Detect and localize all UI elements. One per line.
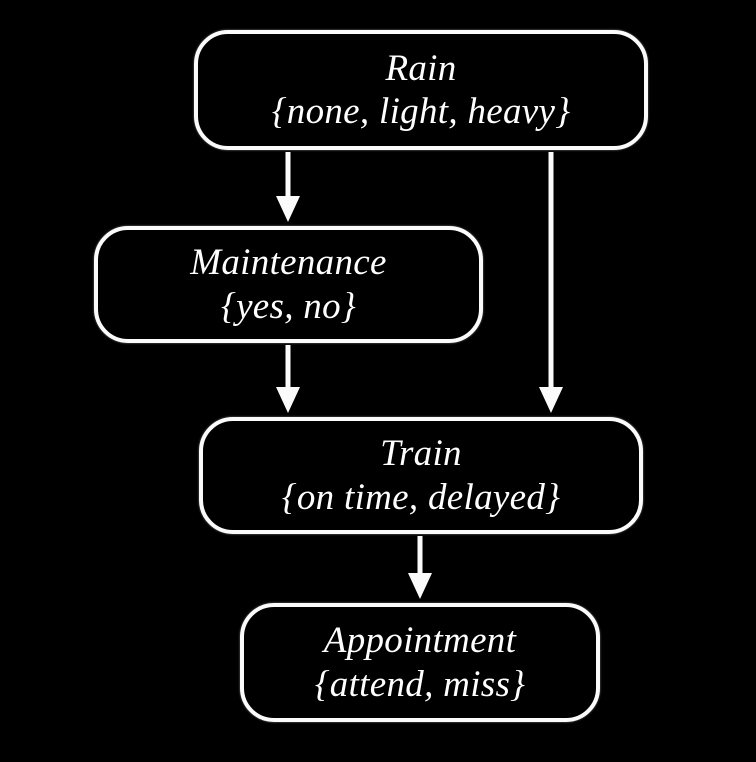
node-train[interactable]: Train{on time, delayed} <box>199 417 643 534</box>
node-train-title: Train <box>380 433 462 475</box>
edge-maintenance-to-train <box>268 345 308 413</box>
node-maintenance-states: {yes, no} <box>220 285 357 327</box>
node-train-states: {on time, delayed} <box>281 476 561 518</box>
node-appointment-title: Appointment <box>323 620 517 662</box>
node-appointment-states: {attend, miss} <box>314 663 526 705</box>
node-maintenance[interactable]: Maintenance{yes, no} <box>94 226 483 343</box>
node-maintenance-title: Maintenance <box>190 242 387 284</box>
edge-train-to-appointment <box>400 536 440 599</box>
edge-rain-to-train <box>531 152 571 413</box>
node-rain-title: Rain <box>385 47 457 89</box>
node-rain-states: {none, light, heavy} <box>271 91 571 132</box>
edge-rain-to-maintenance <box>268 152 308 222</box>
node-rain[interactable]: Rain{none, light, heavy} <box>194 30 648 150</box>
node-appointment[interactable]: Appointment{attend, miss} <box>240 603 600 722</box>
